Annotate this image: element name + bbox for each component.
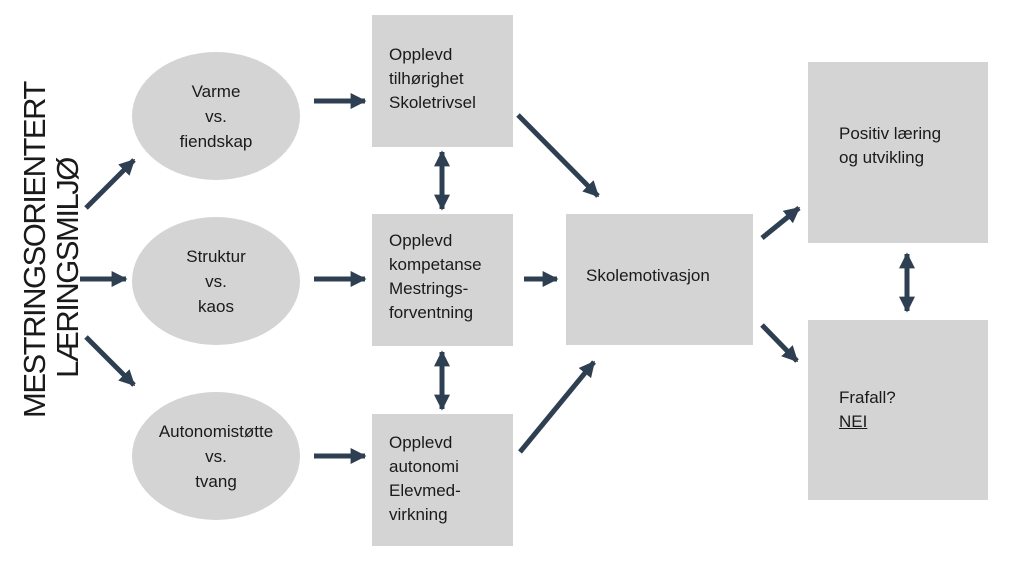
arrow-motivation-to-learning xyxy=(760,206,801,240)
ellipse-structure-line-2: vs. xyxy=(205,271,227,291)
box-belonging-line-2: tilhørighet xyxy=(389,69,464,88)
box-belonging-line-1: Opplevd xyxy=(389,45,453,64)
box-positive-learning: Positiv læring og utvikling xyxy=(808,62,988,243)
box-competence-line-1: Opplevd xyxy=(389,231,453,250)
box-competence-line-2: kompetanse xyxy=(389,255,482,274)
ellipse-autonomy-line-1: Autonomistøtte xyxy=(158,421,274,441)
ellipse-autonomy-line-3: tvang xyxy=(195,471,237,491)
box-competence: Opplevd kompetanse Mestrings- forventnin… xyxy=(372,214,513,346)
box-belonging-line-3: Skoletrivsel xyxy=(389,93,476,112)
ellipse-warmth-line-3: fiendskap xyxy=(179,131,253,151)
box-learning-line-1: Positiv læring xyxy=(839,124,942,143)
ellipse-warmth-line-2: vs. xyxy=(205,106,227,126)
box-competence-line-4: forventning xyxy=(389,303,474,322)
arrow-title-to-warmth xyxy=(84,158,136,210)
arrow-title-to-autonomy xyxy=(84,335,136,387)
box-competence-line-3: Mestrings- xyxy=(389,279,469,298)
arrow-autonomy-to-motivation xyxy=(518,360,596,454)
box-autonomy-line-1: Opplevd xyxy=(389,433,453,452)
box-motivation-label: Skolemotivasjon xyxy=(586,266,710,285)
ellipse-warmth-line-1: Varme xyxy=(191,81,241,101)
box-belonging: Opplevd tilhørighet Skoletrivsel xyxy=(372,15,513,147)
ellipse-structure: Struktur vs. kaos xyxy=(132,217,300,345)
box-autonomy-line-4: virkning xyxy=(389,505,448,524)
arrow-motivation-to-dropout xyxy=(760,323,799,363)
box-learning-line-2: og utvikling xyxy=(839,148,925,167)
ellipse-autonomy-line-2: vs. xyxy=(205,446,227,466)
box-dropout-answer: NEI xyxy=(839,412,868,431)
ellipse-warmth: Varme vs. fiendskap xyxy=(132,52,300,180)
box-dropout: Frafall? NEI xyxy=(808,320,988,500)
ellipse-structure-line-1: Struktur xyxy=(186,246,246,266)
box-autonomy: Opplevd autonomi Elevmed- virkning xyxy=(372,414,513,546)
box-motivation: Skolemotivasjon xyxy=(566,214,753,345)
arrow-belonging-to-motivation xyxy=(516,113,600,198)
box-autonomy-line-3: Elevmed- xyxy=(389,481,461,500)
box-dropout-question: Frafall? xyxy=(839,388,896,407)
box-autonomy-line-2: autonomi xyxy=(389,457,459,476)
ellipse-autonomy-support: Autonomistøtte vs. tvang xyxy=(132,392,300,520)
ellipse-structure-line-3: kaos xyxy=(198,296,234,316)
